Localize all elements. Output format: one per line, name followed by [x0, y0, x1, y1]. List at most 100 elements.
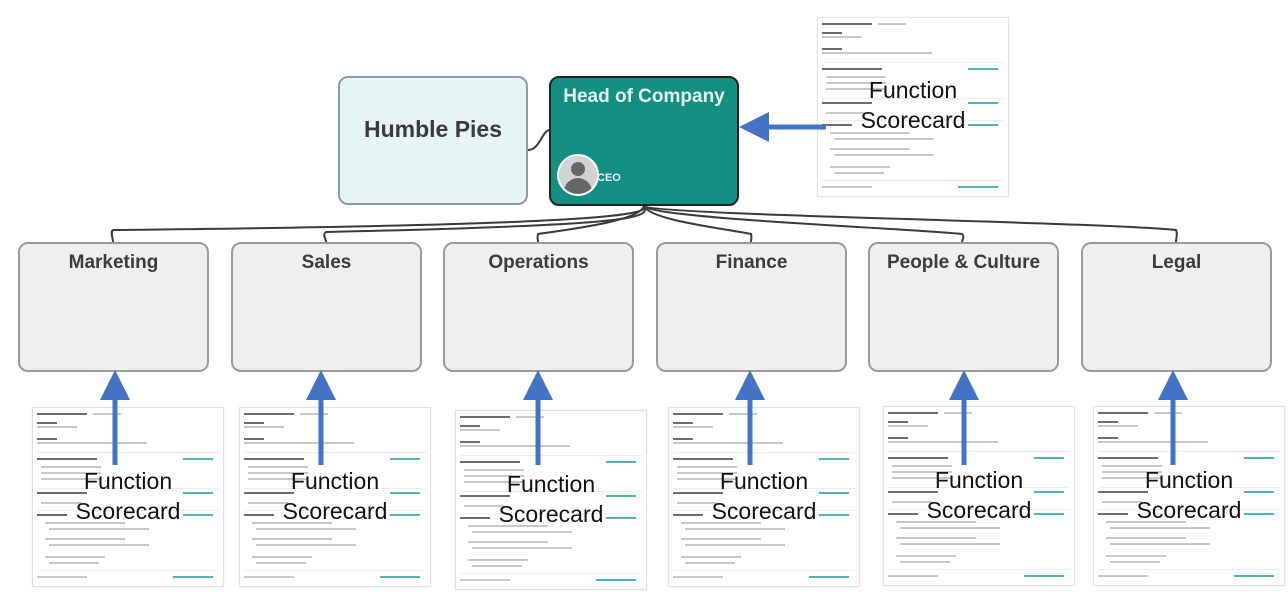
scorecard-label-line2: Scorecard	[498, 501, 604, 527]
card-divider	[822, 180, 1004, 181]
card-text-line	[673, 458, 733, 460]
card-text-line	[1110, 543, 1210, 545]
card-text-line	[888, 441, 998, 443]
card-text-line	[822, 23, 872, 25]
head-of-company-node[interactable]: Head of Company CEO	[549, 76, 739, 206]
card-text-line	[468, 525, 548, 527]
card-text-line	[244, 514, 274, 516]
card-text-line	[244, 458, 304, 460]
card-text-line	[822, 186, 872, 188]
card-divider	[37, 488, 219, 489]
card-text-line	[464, 481, 524, 483]
card-text-line	[49, 544, 149, 546]
card-text-line	[1098, 412, 1148, 414]
card-divider	[1098, 487, 1280, 488]
card-text-line	[37, 514, 67, 516]
function-node-legal[interactable]: Legal	[1081, 242, 1272, 372]
function-node-finance[interactable]: Finance	[656, 242, 847, 372]
card-divider	[244, 488, 426, 489]
card-text-line	[822, 32, 842, 34]
card-text-line	[45, 522, 125, 524]
card-text-line	[464, 505, 504, 507]
card-text-line	[1234, 575, 1274, 577]
card-text-line	[460, 495, 510, 497]
card-text-line	[1102, 501, 1142, 503]
card-divider	[673, 510, 855, 511]
card-text-line	[958, 186, 998, 188]
card-text-line	[464, 475, 524, 477]
card-text-line	[681, 538, 761, 540]
card-text-line	[822, 36, 862, 38]
card-text-line	[1024, 575, 1064, 577]
card-text-line	[888, 513, 918, 515]
card-text-line	[460, 429, 500, 431]
card-text-line	[822, 48, 842, 50]
card-text-line	[968, 124, 998, 126]
card-text-line	[244, 413, 294, 415]
card-text-line	[673, 426, 713, 428]
card-text-line	[516, 416, 544, 418]
card-text-line	[256, 528, 356, 530]
card-text-line	[1098, 421, 1118, 423]
function-name: Legal	[1151, 252, 1202, 273]
card-divider	[460, 513, 642, 514]
card-text-line	[244, 492, 294, 494]
card-divider	[1098, 569, 1280, 570]
card-divider	[888, 487, 1070, 488]
function-node-people-culture[interactable]: People & Culture	[868, 242, 1059, 372]
card-text-line	[681, 556, 741, 558]
card-text-line	[380, 576, 420, 578]
card-text-line	[472, 547, 572, 549]
card-text-line	[244, 426, 284, 428]
card-text-line	[45, 538, 125, 540]
card-text-line	[1098, 491, 1148, 493]
card-text-line	[677, 478, 737, 480]
card-text-line	[1106, 555, 1166, 557]
card-text-line	[472, 531, 572, 533]
card-text-line	[460, 416, 510, 418]
card-text-line	[37, 576, 87, 578]
card-text-line	[244, 576, 294, 578]
card-text-line	[460, 425, 480, 427]
card-text-line	[1034, 491, 1064, 493]
card-divider	[460, 455, 642, 456]
card-divider	[888, 451, 1070, 452]
card-text-line	[464, 469, 524, 471]
card-text-line	[673, 514, 703, 516]
scorecard-label-line1: Function	[868, 77, 958, 103]
function-node-operations[interactable]: Operations	[443, 242, 634, 372]
scorecard-label-line2: Scorecard	[1136, 497, 1242, 523]
card-divider	[1098, 451, 1280, 452]
card-text-line	[37, 458, 97, 460]
card-text-line	[896, 521, 976, 523]
card-text-line	[183, 458, 213, 460]
card-text-line	[460, 445, 570, 447]
card-divider	[244, 510, 426, 511]
card-text-line	[244, 422, 264, 424]
card-text-line	[37, 426, 77, 428]
card-text-line	[685, 544, 785, 546]
function-node-sales[interactable]: Sales	[231, 242, 422, 372]
card-text-line	[248, 502, 288, 504]
card-text-line	[390, 458, 420, 460]
card-text-line	[900, 561, 950, 563]
card-text-line	[830, 148, 910, 150]
card-text-line	[248, 472, 308, 474]
avatar	[557, 154, 599, 196]
card-text-line	[300, 413, 328, 415]
card-text-line	[822, 102, 872, 104]
company-node[interactable]: Humble Pies	[338, 76, 528, 205]
card-text-line	[252, 538, 332, 540]
card-text-line	[1110, 561, 1160, 563]
card-divider	[673, 452, 855, 453]
